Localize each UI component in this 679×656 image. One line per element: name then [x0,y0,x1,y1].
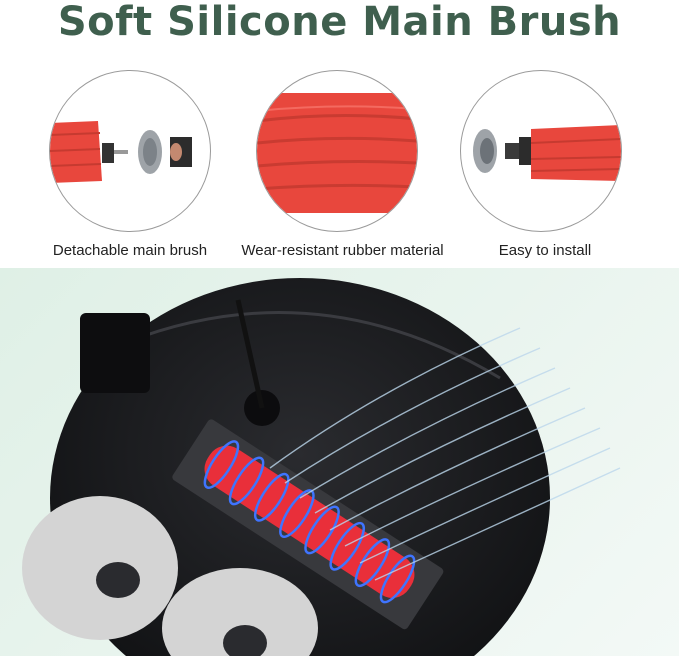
install-brush-image [460,70,622,232]
robot-vacuum-underside-image [0,268,679,656]
feature-caption: Easy to install [498,242,592,259]
feature-caption: Detachable main brush [52,242,208,259]
detachable-brush-image [49,70,211,232]
page-title: Soft Silicone Main Brush [57,0,622,45]
feature-caption: Wear-resistant rubber material [241,242,444,259]
rubber-brush-closeup-image [256,70,418,232]
